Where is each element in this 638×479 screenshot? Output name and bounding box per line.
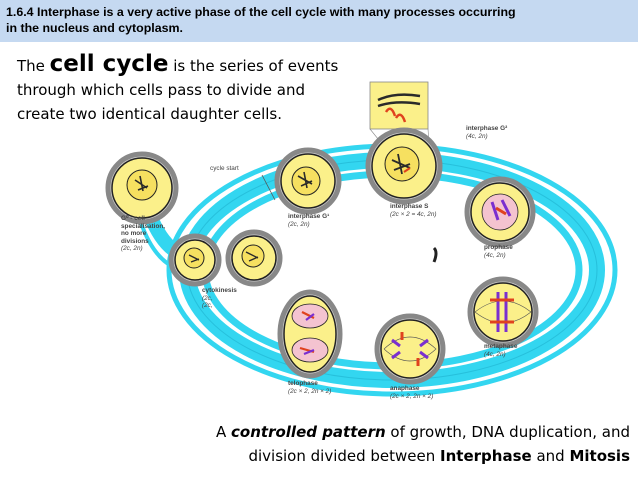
- header-title-line2: in the nucleus and cytoplasm.: [6, 21, 183, 35]
- label-interphase-g1: interphase G¹ (2c, 2n): [288, 213, 330, 228]
- footer-mid: of growth, DNA duplication, and: [385, 423, 630, 441]
- intro-text: The cell cycle is the series of events t…: [17, 52, 377, 126]
- intro-line3: create two identical daughter cells.: [17, 105, 283, 123]
- footer-and: and: [531, 447, 570, 465]
- intro-rest: is the series of events: [168, 57, 339, 75]
- label-cycle-start: cycle start: [210, 165, 239, 172]
- footer-text: A controlled pattern of growth, DNA dupl…: [150, 420, 630, 468]
- cell-cytokinesis-right: [225, 229, 283, 287]
- label-metaphase: metaphase (4c, 2n): [484, 343, 518, 358]
- label-interphase-g2: interphase G² (4c, 2n): [466, 125, 508, 140]
- header-title-line1: 1.6.4 Interphase is a very active phase …: [6, 5, 516, 19]
- footer-interphase: Interphase: [440, 447, 532, 465]
- footer-pre: A: [216, 423, 232, 441]
- intro-pre: The: [17, 57, 50, 75]
- header-banner: 1.6.4 Interphase is a very active phase …: [0, 0, 638, 42]
- cell-metaphase: [467, 276, 539, 348]
- cycle-start-pointer: [261, 174, 276, 201]
- cell-cytokinesis-left: [168, 233, 222, 287]
- label-interphase-s: interphase S (2c × 2 = 4c, 2n): [390, 203, 437, 218]
- cell-telophase: [277, 289, 343, 379]
- cell-interphase-g1: [274, 147, 342, 215]
- label-telophase: telophase (2c × 2, 2n × 2): [288, 380, 332, 395]
- cell-g0: [105, 151, 179, 225]
- footer-line2: division divided between Interphase and …: [150, 444, 630, 468]
- s-phase-glyph: [432, 246, 438, 263]
- label-g0: G⁰ - cell specialisation, no more divisi…: [121, 215, 166, 252]
- label-prophase: prophase (4c, 2n): [484, 244, 513, 259]
- label-cytokinesis: cytokinesis (2c, (2c,: [202, 287, 237, 309]
- cell-anaphase: [374, 313, 446, 385]
- footer-line2-pre: division divided between: [248, 447, 441, 465]
- intro-term: cell cycle: [49, 51, 169, 77]
- label-anaphase: anaphase (2c × 2, 2n × 2): [390, 385, 434, 400]
- cell-prophase: [464, 176, 536, 248]
- footer-mitosis: Mitosis: [569, 447, 630, 465]
- footer-em: controlled pattern: [231, 423, 386, 441]
- cell-interphase-s: [365, 127, 443, 205]
- intro-line2: through which cells pass to divide and: [17, 81, 305, 99]
